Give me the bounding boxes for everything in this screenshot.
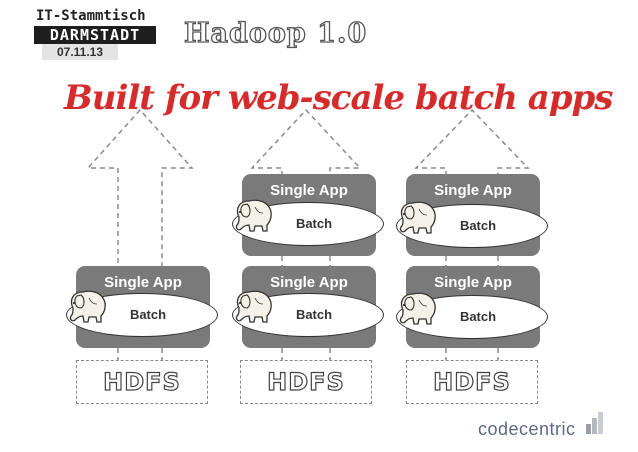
batch-ellipse: Batch	[396, 292, 548, 339]
app-title: Single App	[104, 274, 182, 291]
logo-date: 07.11.13	[42, 44, 118, 60]
arrow-column-2	[250, 108, 362, 185]
app-title: Single App	[270, 182, 348, 199]
batch-label: Batch	[295, 307, 333, 322]
app-title: Single App	[270, 274, 348, 291]
batch-label: Batch	[295, 216, 333, 231]
hadoop-elephant-icon	[399, 292, 436, 325]
batch-ellipse: Batch	[396, 201, 548, 248]
hadoop-elephant-icon	[69, 290, 106, 323]
hdfs-box: HDFS	[76, 360, 208, 404]
batch-ellipse: Batch	[232, 290, 384, 337]
hadoop-elephant-icon	[399, 201, 436, 234]
app-title: Single App	[434, 274, 512, 291]
codecentric-logo-icon	[586, 412, 603, 434]
arrow-column-3	[414, 108, 530, 185]
headline: Built for web-scale batch apps	[64, 78, 613, 118]
meetup-logo: IT-Stammtisch DARMSTADT 07.11.13	[34, 6, 158, 60]
arrow-column-1	[86, 108, 194, 272]
hdfs-label: HDFS	[433, 367, 511, 396]
batch-label: Batch	[459, 218, 497, 233]
batch-ellipse: Batch	[66, 290, 218, 337]
batch-label: Batch	[129, 307, 167, 322]
hdfs-label: HDFS	[267, 367, 345, 396]
batch-label: Batch	[459, 309, 497, 324]
app-title: Single App	[434, 182, 512, 199]
batch-ellipse: Batch	[232, 199, 384, 246]
brand-name: codecentric	[478, 419, 576, 439]
logo-title: IT-Stammtisch	[36, 8, 146, 24]
hadoop-elephant-icon	[235, 290, 272, 323]
hdfs-label: HDFS	[103, 367, 181, 396]
hdfs-box: HDFS	[406, 360, 538, 404]
logo-city: DARMSTADT	[34, 26, 156, 44]
slide-title: Hadoop 1.0	[183, 17, 368, 49]
hadoop-elephant-icon	[235, 199, 272, 232]
hdfs-box: HDFS	[240, 360, 372, 404]
